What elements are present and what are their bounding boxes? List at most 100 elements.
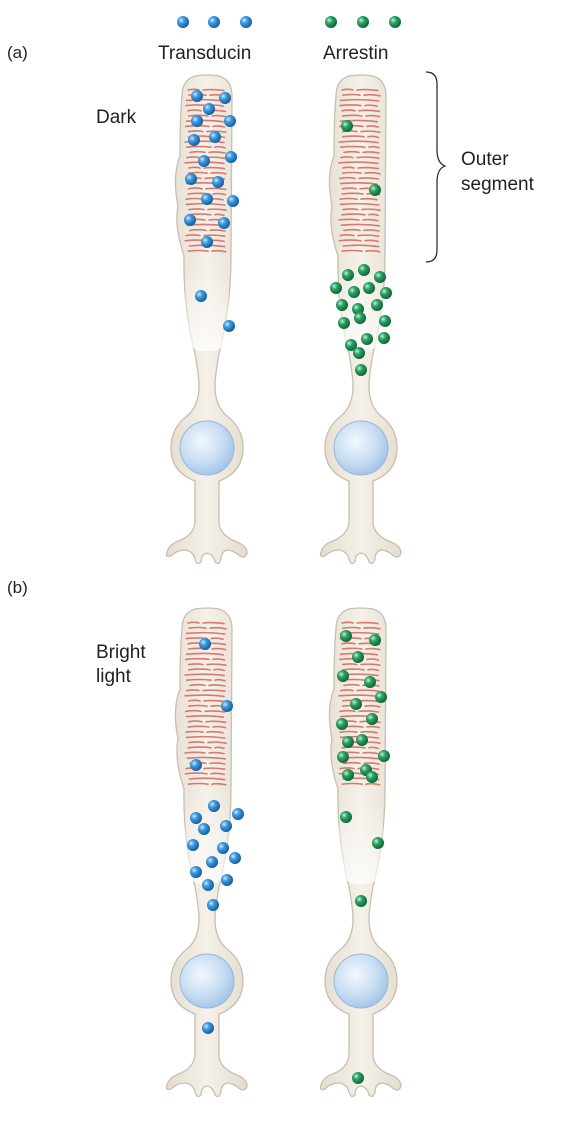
membrane-disc bbox=[339, 234, 380, 237]
membrane-disc bbox=[189, 228, 226, 232]
transducin-legend-dot bbox=[177, 16, 189, 28]
transducin-particle bbox=[208, 800, 220, 812]
membrane-disc bbox=[338, 161, 379, 165]
membrane-disc bbox=[188, 741, 227, 744]
membrane-disc bbox=[185, 145, 226, 149]
transducin-particle bbox=[221, 874, 233, 886]
membrane-disc bbox=[184, 673, 225, 677]
rod-cell-a-transducin bbox=[165, 74, 248, 565]
transducin-particle bbox=[191, 115, 203, 127]
transducin-particle bbox=[187, 839, 199, 851]
arrestin-particle bbox=[355, 895, 367, 907]
membrane-disc bbox=[341, 213, 379, 217]
membrane-disc bbox=[341, 621, 379, 625]
arrestin-legend-dot bbox=[389, 16, 401, 28]
membrane-disc bbox=[341, 647, 381, 651]
nucleus bbox=[333, 953, 389, 1009]
transducin-particle bbox=[188, 134, 200, 146]
membrane-disc bbox=[342, 93, 381, 97]
membrane-disc bbox=[342, 626, 381, 630]
membrane-disc bbox=[186, 756, 227, 760]
arrestin-particle bbox=[350, 698, 362, 710]
transducin-particle bbox=[223, 320, 235, 332]
arrestin-particle bbox=[366, 771, 378, 783]
membrane-disc bbox=[341, 114, 381, 118]
transducin-particle bbox=[198, 823, 210, 835]
membrane-disc bbox=[184, 694, 225, 698]
transducin-particle bbox=[201, 193, 213, 205]
arrestin-particle bbox=[380, 287, 392, 299]
arrestin-particle bbox=[372, 837, 384, 849]
transducin-particle bbox=[212, 176, 224, 188]
membrane-disc bbox=[187, 171, 227, 175]
membrane-disc bbox=[187, 668, 226, 672]
membrane-disc bbox=[339, 730, 378, 734]
membrane-disc bbox=[184, 751, 225, 755]
transducin-particle bbox=[201, 236, 213, 248]
arrestin-particle bbox=[371, 299, 383, 311]
membrane-disc bbox=[338, 218, 379, 222]
arrestin-particle bbox=[375, 691, 387, 703]
membrane-disc bbox=[187, 720, 227, 724]
arrestin-particle bbox=[342, 769, 354, 781]
arrestin-particle bbox=[354, 312, 366, 324]
membrane-disc bbox=[340, 223, 381, 227]
membrane-disc bbox=[185, 678, 226, 682]
arrestin-particle bbox=[379, 315, 391, 327]
arrestin-particle bbox=[361, 333, 373, 345]
membrane-disc bbox=[187, 166, 226, 170]
arrestin-particle bbox=[353, 347, 365, 359]
membrane-disc bbox=[338, 140, 379, 144]
membrane-disc bbox=[342, 244, 380, 248]
membrane-disc bbox=[187, 746, 225, 750]
transducin-particle bbox=[219, 92, 231, 104]
arrestin-particle bbox=[345, 339, 357, 351]
panel-a-label: (a) bbox=[7, 43, 28, 62]
arrestin-particle bbox=[369, 634, 381, 646]
membrane-disc bbox=[185, 689, 226, 692]
transducin-particle bbox=[195, 290, 207, 302]
membrane-disc bbox=[339, 202, 380, 206]
transducin-particle bbox=[224, 115, 236, 127]
membrane-disc bbox=[187, 88, 225, 92]
transducin-label: Transducin bbox=[158, 43, 252, 64]
membrane-disc bbox=[339, 156, 380, 159]
transducin-particle bbox=[206, 856, 218, 868]
arrestin-particle bbox=[352, 1072, 364, 1084]
transducin-particle bbox=[184, 214, 196, 226]
membrane-disc bbox=[343, 150, 380, 154]
arrestin-legend-dot bbox=[325, 16, 337, 28]
membrane-disc bbox=[185, 730, 224, 734]
membrane-disc bbox=[185, 234, 226, 237]
membrane-disc bbox=[339, 197, 378, 201]
membrane-disc bbox=[341, 135, 380, 139]
arrestin-particle bbox=[342, 269, 354, 281]
arrestin-particle bbox=[340, 630, 352, 642]
membrane-disc bbox=[188, 777, 226, 781]
rod-cell-b-arrestin bbox=[319, 607, 402, 1098]
membrane-disc bbox=[343, 228, 380, 232]
transducin-particle bbox=[198, 155, 210, 167]
transducin-particle bbox=[232, 808, 244, 820]
arrestin-particle bbox=[336, 299, 348, 311]
transducin-particle bbox=[199, 638, 211, 650]
cells-layer bbox=[165, 74, 402, 1098]
transducin-particle bbox=[190, 812, 202, 824]
membrane-disc bbox=[185, 715, 225, 718]
membrane-disc bbox=[341, 782, 381, 786]
arrestin-particle bbox=[342, 736, 354, 748]
membrane-disc bbox=[184, 657, 226, 661]
membrane-disc bbox=[184, 772, 225, 776]
membrane-disc bbox=[185, 652, 225, 656]
membrane-disc bbox=[185, 631, 226, 635]
transducin-particle bbox=[217, 842, 229, 854]
membrane-disc bbox=[187, 782, 227, 786]
arrestin-particle bbox=[330, 282, 342, 294]
membrane-disc bbox=[339, 709, 380, 713]
membrane-disc bbox=[187, 663, 227, 666]
outer-segment-label-line2: segment bbox=[461, 174, 534, 195]
transducin-legend-dot bbox=[240, 16, 252, 28]
nucleus bbox=[333, 420, 389, 476]
membrane-disc bbox=[339, 182, 379, 185]
transducin-particle bbox=[202, 1022, 214, 1034]
